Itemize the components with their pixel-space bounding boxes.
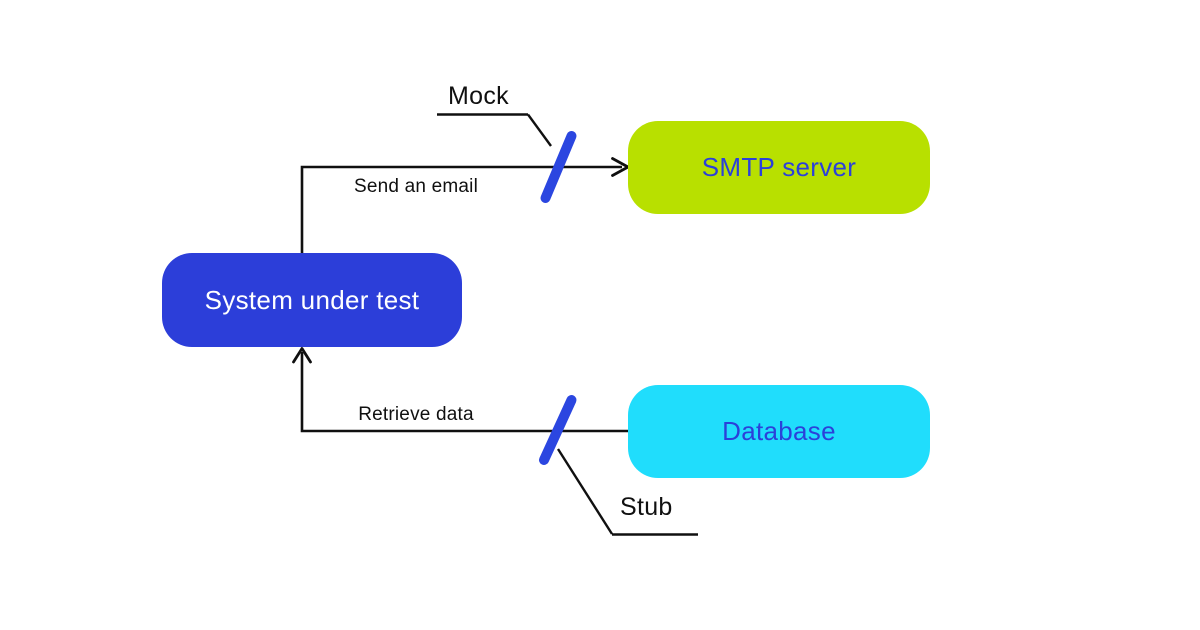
send-email-arrowhead-icon xyxy=(611,157,630,177)
stub-pointer-line xyxy=(556,448,614,535)
annotation-label-stub: Stub xyxy=(620,493,673,521)
node-smtp-server: SMTP server xyxy=(628,121,930,214)
node-smtp-server-label: SMTP server xyxy=(701,152,857,182)
edge-label-send-an-email: Send an email xyxy=(353,176,479,197)
annotation-label-mock: Mock xyxy=(448,82,509,110)
node-system-under-test: System under test xyxy=(162,253,462,347)
mock-pointer-line xyxy=(527,113,552,147)
mock-slash-icon xyxy=(540,131,577,203)
node-system-under-test-label: System under test xyxy=(204,284,420,315)
node-database-label: Database xyxy=(722,416,836,446)
stub-slash-icon xyxy=(539,395,577,465)
edge-label-retrieve-data: Retrieve data xyxy=(358,404,474,425)
retrieve-data-arrowhead-icon xyxy=(292,347,312,364)
node-database: Database xyxy=(628,385,930,478)
